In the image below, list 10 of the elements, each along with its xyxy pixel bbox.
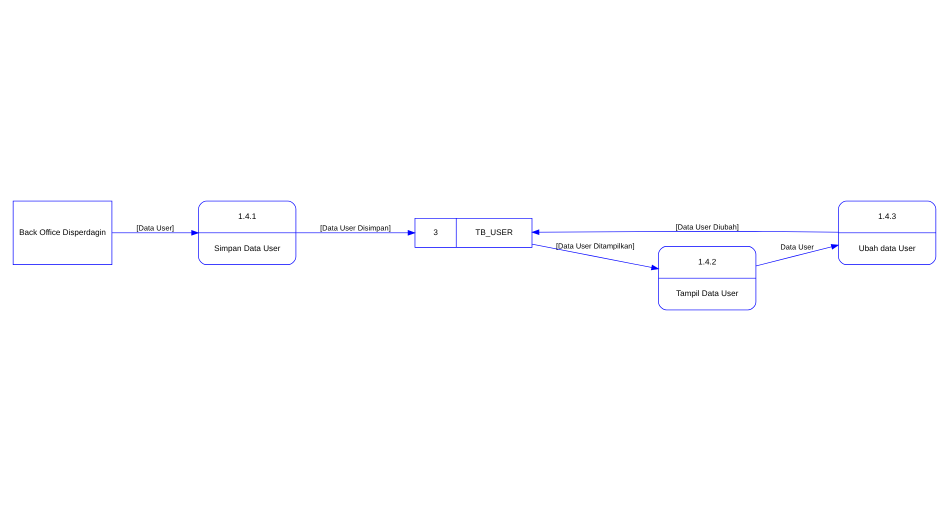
arrow bbox=[112, 230, 200, 236]
arrow bbox=[532, 243, 660, 270]
edge-label: Data User bbox=[780, 242, 814, 252]
edge-label: [Data User Diubah] bbox=[676, 222, 739, 231]
arrow bbox=[531, 228, 839, 234]
arrow bbox=[296, 230, 416, 236]
arrow bbox=[756, 244, 840, 266]
edge-label: [Data User Ditampilkan] bbox=[556, 240, 635, 250]
edge-label: [Data User] bbox=[136, 223, 174, 232]
edge-label: [Data User Disimpan] bbox=[320, 223, 391, 232]
